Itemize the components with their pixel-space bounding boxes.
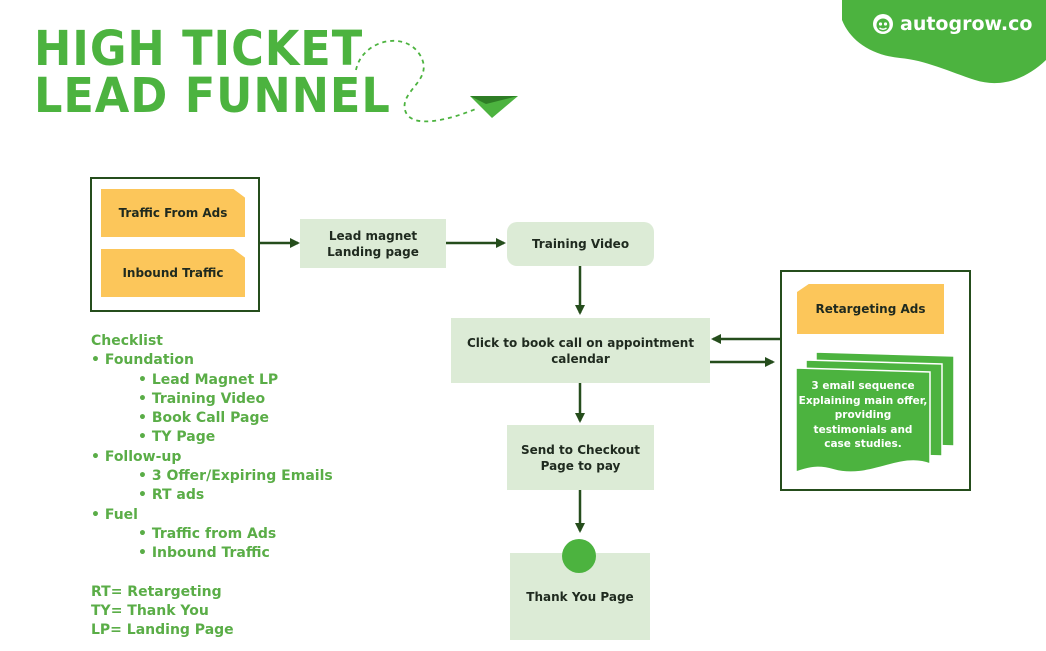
checklist: Checklist • Foundation • Lead Magnet LP • T… [91, 332, 333, 640]
checklist-item: • TY Page [138, 429, 216, 446]
book-call-label: Click to book call on appointment calend… [466, 335, 695, 366]
traffic-from-ads-box[interactable]: Traffic From Ads [101, 189, 245, 237]
title-line-2: LEAD FUNNEL [34, 68, 391, 124]
lead-magnet-box[interactable]: Lead magnet Landing page [300, 219, 446, 268]
checklist-section: • Fuel [91, 506, 138, 523]
training-video-label: Training Video [531, 237, 630, 251]
logo-background-blob [842, 0, 1046, 84]
traffic-sources-frame [90, 177, 260, 312]
retargeting-ads-box[interactable]: Retargeting Ads [797, 284, 944, 334]
checklist-item: • 3 Offer/Expiring Emails [138, 468, 333, 485]
legend-item: TY= Thank You [91, 602, 209, 619]
checklist-heading: Checklist [91, 333, 163, 349]
email-sequence-label: 3 email sequence Explaining main offer, … [798, 380, 928, 450]
brand-logo[interactable]: autogrow.co [872, 10, 1032, 38]
checklist-section: • Foundation [91, 352, 194, 369]
follow-up-frame [780, 270, 971, 491]
brand-name: autogrow.co [900, 13, 1033, 35]
checklist-item: • RT ads [138, 487, 205, 504]
checkout-box[interactable]: Send to Checkout Page to pay [507, 425, 654, 490]
checkout-label: Send to Checkout Page to pay [520, 442, 641, 473]
book-call-box[interactable]: Click to book call on appointment calend… [451, 318, 710, 383]
checklist-spacer [91, 564, 333, 583]
thank-you-label: Thank You Page [526, 589, 634, 604]
legend-item: RT= Retargeting [91, 583, 222, 600]
checklist-item: • Inbound Traffic [138, 545, 270, 562]
inbound-traffic-label: Inbound Traffic [122, 266, 224, 280]
checklist-item: • Book Call Page [138, 410, 269, 427]
title-line-1: HIGH TICKET [34, 21, 364, 77]
page-title: HIGH TICKET LEAD FUNNEL [34, 21, 391, 124]
checklist-section: • Follow-up [91, 448, 182, 465]
retargeting-ads-label: Retargeting Ads [815, 302, 926, 316]
checklist-item: • Training Video [138, 390, 266, 407]
checklist-item: • Traffic from Ads [138, 525, 277, 542]
traffic-from-ads-label: Traffic From Ads [118, 206, 228, 220]
monkey-face-icon [873, 14, 893, 34]
lead-magnet-label: Lead magnet Landing page [327, 228, 419, 259]
checklist-item: • Lead Magnet LP [138, 371, 279, 388]
thank-you-circle-marker [562, 539, 596, 573]
inbound-traffic-box[interactable]: Inbound Traffic [101, 249, 245, 297]
training-video-box[interactable]: Training Video [507, 222, 654, 266]
legend-item: LP= Landing Page [91, 622, 234, 639]
email-sequence-stack[interactable] [790, 352, 958, 477]
